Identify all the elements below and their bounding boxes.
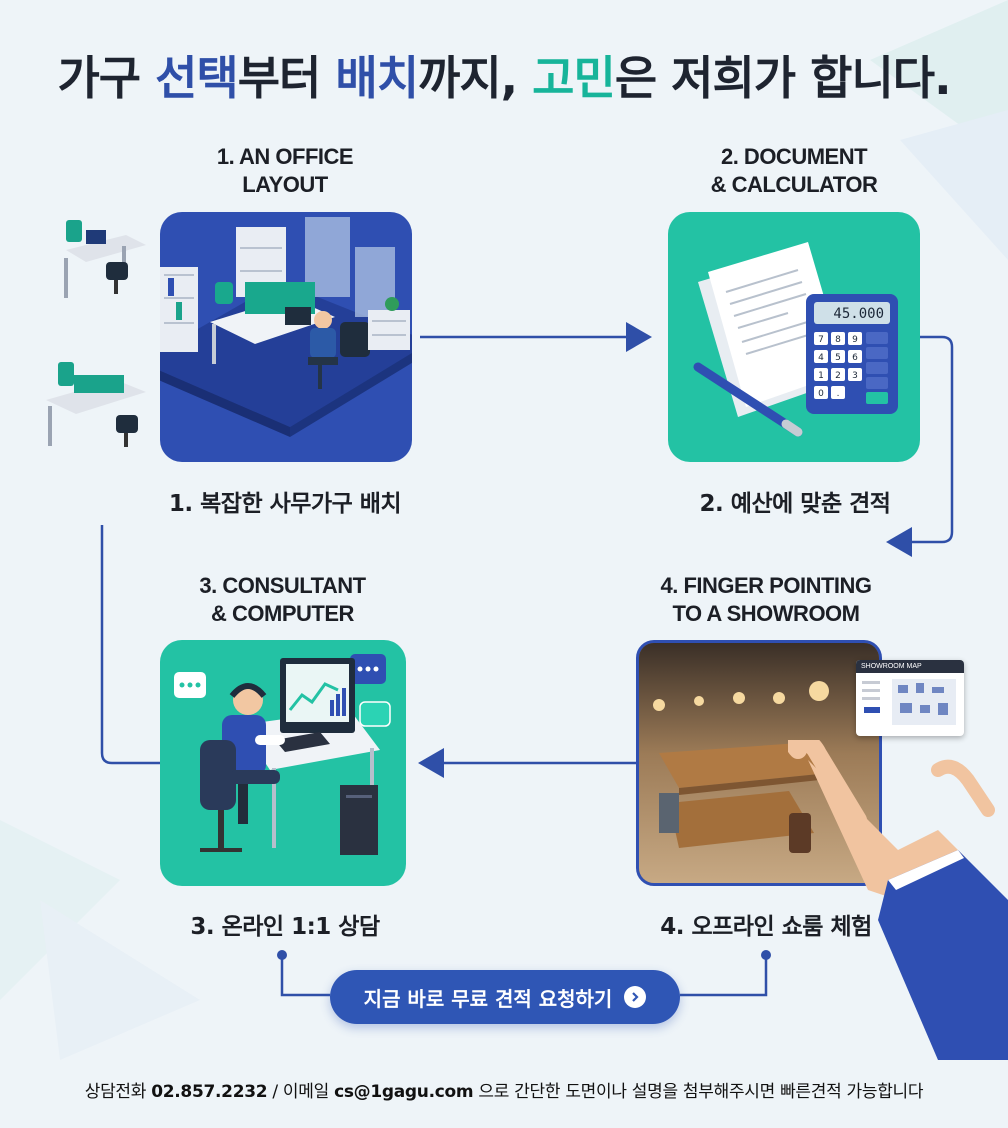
calculator-key-label: 3 [852, 371, 858, 381]
step4-english-title: 4. FINGER POINTING TO A SHOWROOM [630, 572, 902, 628]
document-calculator-illustration: 45.000 7 8 9 4 5 6 1 2 3 0. [693, 242, 898, 437]
calculator-key-label: 0 [818, 389, 824, 399]
step1-english-title: 1. AN OFFICE LAYOUT [160, 143, 410, 199]
phone-number[interactable]: 02.857.2232 [151, 1082, 268, 1102]
title-highlight: 고민 [532, 51, 616, 105]
step3-consultant-computer-card [160, 640, 406, 886]
calculator-key-label: 2 [835, 371, 841, 381]
showroom-map-title: SHOWROOM MAP [856, 660, 964, 673]
calculator-key [848, 350, 862, 363]
calculator-key [814, 386, 828, 399]
calculator-operator-key [866, 362, 888, 374]
step1-english-line2: LAYOUT [242, 172, 328, 197]
showroom-map-panel[interactable]: SHOWROOM MAP [856, 660, 964, 736]
step4-korean-caption: 4. 오프라인 쇼룸 체험 [660, 914, 872, 940]
calculator-operator-key [866, 377, 888, 389]
consultant-illustration [174, 654, 391, 855]
email-label: / 이메일 [267, 1082, 335, 1102]
calculator-key [814, 350, 828, 363]
title-highlight: 배치 [335, 51, 419, 105]
footer-description: 으로 간단한 도면이나 설명을 첨부해주시면 빠른견적 가능합니다 [473, 1082, 924, 1102]
side-desk-illustration [46, 220, 146, 447]
step1-english-line1: 1. AN OFFICE [216, 144, 354, 169]
calculator-key-label: 9 [852, 335, 858, 345]
pointing-hand-icon [788, 740, 1008, 1060]
calculator-key-label: 6 [852, 353, 858, 363]
showroom-photo [639, 643, 879, 883]
step4-english-line1: 4. FINGER POINTING [660, 573, 872, 598]
calculator-key-label: 5 [835, 353, 841, 363]
calculator-key-label: . [837, 389, 840, 399]
calculator-key [831, 368, 845, 381]
phone-label: 상담전화 [84, 1082, 152, 1102]
calculator-operator-key [866, 347, 888, 359]
step4-english-line2: TO A SHOWROOM [672, 601, 860, 626]
step1-office-layout-card [160, 212, 412, 462]
calculator-key-label: 8 [835, 335, 841, 345]
step3-english-title: 3. CONSULTANT & COMPUTER [155, 572, 410, 628]
calculator-key [848, 332, 862, 345]
showroom-map-graphic [862, 679, 956, 725]
calculator-key [831, 386, 845, 399]
page-title: 가구 선택부터 배치까지, 고민은 저희가 합니다. [0, 42, 1008, 108]
step3-english-line2: & COMPUTER [211, 601, 354, 626]
title-segment: 가구 [57, 51, 156, 105]
calculator-key [814, 368, 828, 381]
cta-label: 지금 바로 무료 견적 요청하기 [363, 986, 613, 1011]
calculator-key-label: 4 [818, 353, 824, 363]
title-highlight: 선택 [155, 51, 239, 105]
calculator-operator-key [866, 332, 888, 344]
calculator-operator-key [866, 392, 888, 404]
calculator-key [814, 332, 828, 345]
step2-english-title: 2. DOCUMENT & CALCULATOR [668, 143, 920, 199]
calculator-keypad: 7 8 9 4 5 6 1 2 3 0. [814, 332, 888, 404]
step4-showroom-card [636, 640, 882, 886]
step2-document-calculator-card: 45.000 7 8 9 4 5 6 1 2 3 0. [668, 212, 920, 462]
step3-english-line1: 3. CONSULTANT [199, 573, 366, 598]
calculator-display: 45.000 [833, 306, 884, 322]
step2-english-line1: 2. DOCUMENT [720, 144, 868, 169]
step2-english-line2: & CALCULATOR [710, 172, 878, 197]
step3-korean-caption: 3. 온라인 1:1 상담 [190, 914, 380, 940]
calculator-key-label: 7 [818, 335, 824, 345]
calculator-key [848, 368, 862, 381]
calculator-key [831, 350, 845, 363]
step2-korean-caption: 2. 예산에 맞춘 견적 [699, 491, 891, 517]
calculator-key-label: 1 [818, 371, 824, 381]
title-segment: 부터 [237, 51, 336, 105]
calculator-key [831, 332, 845, 345]
title-segment: 까지, [418, 51, 533, 105]
chevron-right-icon [624, 986, 647, 1008]
office-layout-illustration [160, 217, 412, 437]
step1-korean-caption: 1. 복잡한 사무가구 배치 [168, 491, 402, 517]
email-address[interactable]: cs@1gagu.com [334, 1082, 474, 1102]
contact-footer: 상담전화 02.857.2232 / 이메일 cs@1gagu.com 으로 간… [0, 1077, 1008, 1102]
title-segment: 은 저희가 합니다. [614, 51, 952, 105]
free-quote-request-button[interactable]: 지금 바로 무료 견적 요청하기 [330, 970, 680, 1024]
